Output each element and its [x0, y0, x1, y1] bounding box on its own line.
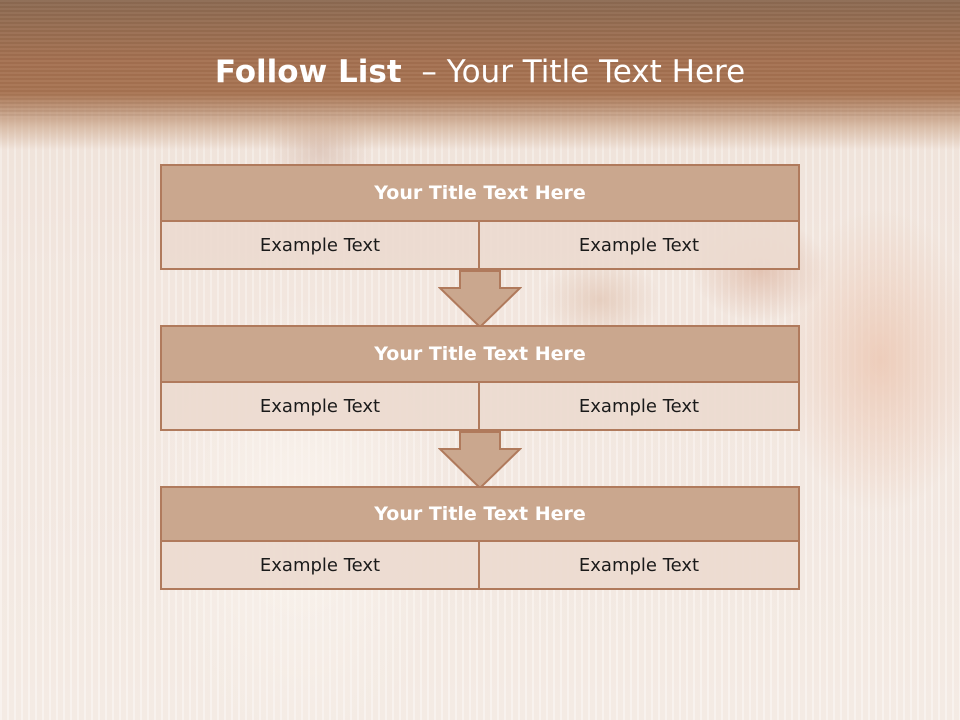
block-row: Example Text Example Text: [160, 542, 800, 590]
block-row: Example Text Example Text: [160, 222, 800, 270]
list-block-2: Your Title Text Here Example Text Exampl…: [160, 325, 800, 431]
slide-title-bold: Follow List: [214, 54, 402, 90]
block-cell-right: Example Text: [480, 383, 800, 431]
list-block-3: Your Title Text Here Example Text Exampl…: [160, 486, 800, 590]
block-cell-right: Example Text: [480, 222, 800, 270]
block-row: Example Text Example Text: [160, 383, 800, 431]
block-cell-left: Example Text: [160, 222, 480, 270]
slide-title: Follow List – Your Title Text Here: [0, 54, 960, 90]
block-title: Your Title Text Here: [160, 486, 800, 542]
block-title: Your Title Text Here: [160, 164, 800, 222]
block-cell-left: Example Text: [160, 383, 480, 431]
slide-title-rest: – Your Title Text Here: [421, 54, 746, 90]
block-cell-left: Example Text: [160, 542, 480, 590]
block-cell-right: Example Text: [480, 542, 800, 590]
header-band: [0, 0, 960, 150]
list-block-1: Your Title Text Here Example Text Exampl…: [160, 164, 800, 270]
down-arrow-icon: [438, 270, 522, 328]
header-texture: [0, 0, 960, 118]
down-arrow-icon: [438, 431, 522, 489]
block-title: Your Title Text Here: [160, 325, 800, 383]
